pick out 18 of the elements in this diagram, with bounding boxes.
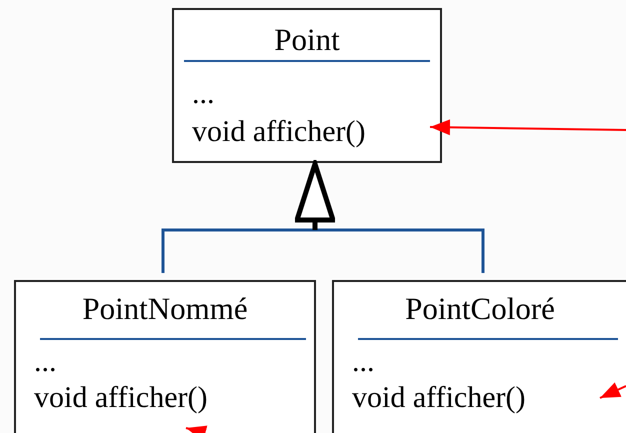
class-box	[172, 8, 442, 163]
attribute-text: ...	[34, 344, 56, 380]
class-name: PointColoré	[404, 291, 556, 327]
class-name: Point	[273, 22, 341, 58]
inheritance-line	[315, 228, 484, 273]
inheritance-line	[162, 228, 315, 273]
attribute-text: ...	[352, 344, 374, 380]
class-name: PointNommé	[81, 291, 249, 327]
pointer-arrow	[430, 119, 626, 136]
attribute-text: ...	[192, 76, 214, 112]
class-box	[14, 280, 316, 433]
method-text: void afficher()	[352, 380, 526, 416]
pointer-arrow	[186, 426, 208, 433]
pointer-arrow	[600, 382, 626, 399]
class-box	[332, 280, 626, 433]
method-text: void afficher()	[34, 380, 208, 416]
method-text: void afficher()	[192, 114, 366, 150]
inheritance-arrow	[294, 162, 336, 230]
